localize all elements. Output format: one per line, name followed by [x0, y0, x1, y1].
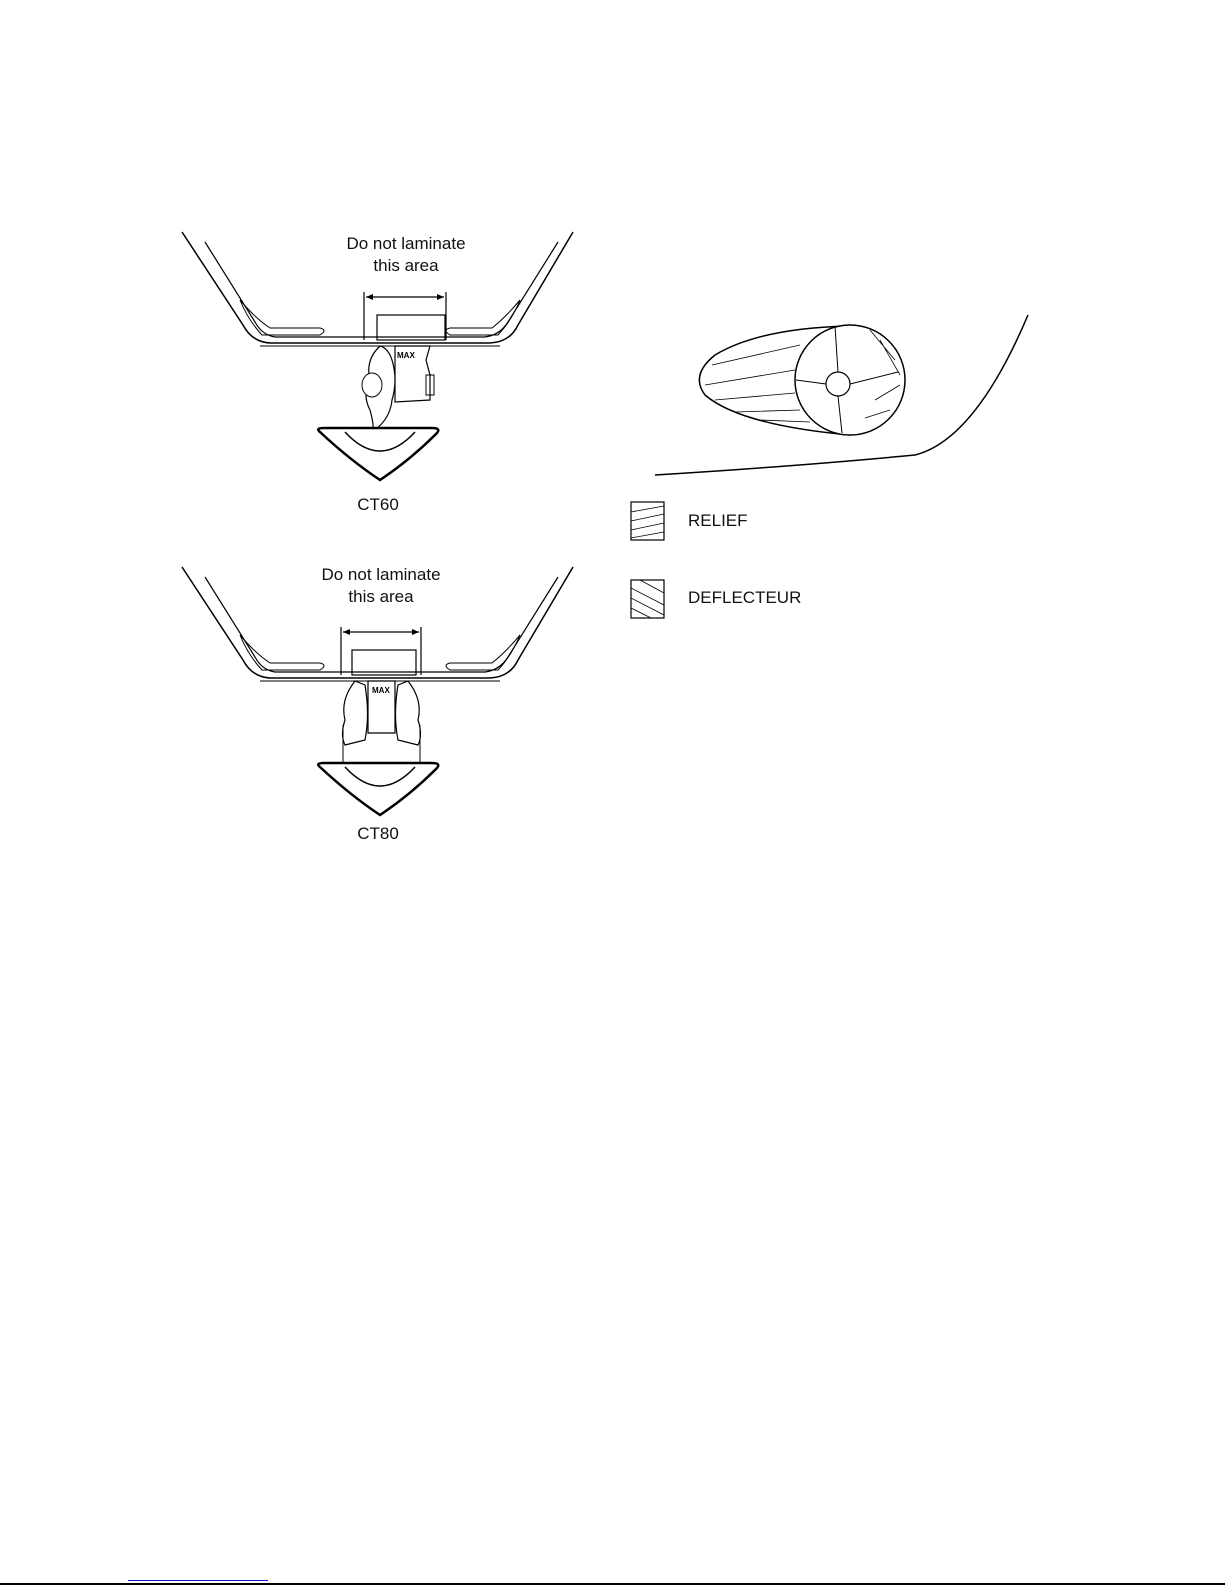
- legend-swatch-deflecteur: [630, 579, 665, 619]
- legend-label-deflecteur: DEFLECTEUR: [688, 588, 802, 607]
- tunnel-section: [316, 426, 440, 482]
- note-line2-ct80: this area: [348, 587, 414, 606]
- ct60-drawing: MAX: [181, 231, 574, 482]
- note-line1-ct80: Do not laminate: [321, 565, 441, 584]
- logo: MAX: [397, 351, 415, 360]
- footnote-separator-link[interactable]: [128, 1580, 268, 1581]
- tunnel-relief-drawing: [654, 314, 1029, 476]
- svg-text:MAX: MAX: [372, 686, 390, 695]
- caption-ct80: CT80: [357, 824, 399, 843]
- hull-profile: [654, 314, 1029, 476]
- page-bottom-rule: [0, 1583, 1225, 1585]
- legend-swatch-relief: [630, 501, 665, 541]
- legend-label-relief: RELIEF: [688, 511, 748, 530]
- note-line2-ct60: this area: [373, 256, 439, 275]
- note-line1-ct60: Do not laminate: [346, 234, 466, 253]
- ct80-drawing: MAX: [181, 566, 574, 817]
- caption-ct60: CT60: [357, 495, 399, 514]
